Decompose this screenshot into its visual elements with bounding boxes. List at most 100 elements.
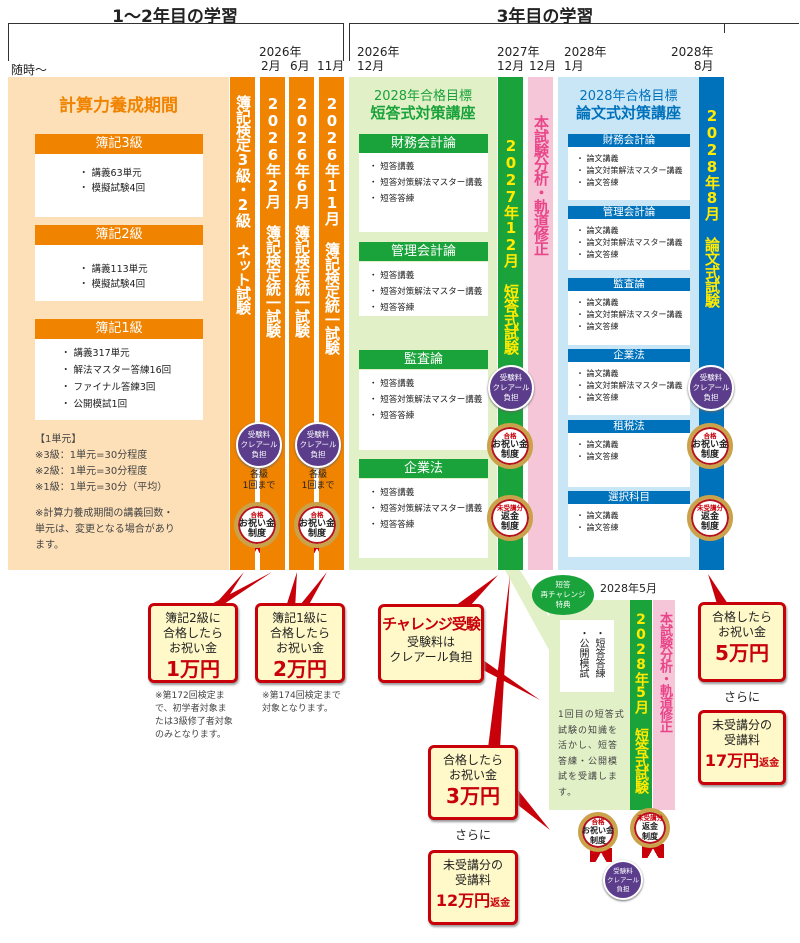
fee-badge: 受験料クレアール負担: [603, 860, 643, 900]
short-course-target: 2028年合格目標: [373, 89, 473, 104]
short-section-items: 短答講義短答対策解法マスター講義短答答練: [359, 262, 488, 316]
date-2026: 2026年: [259, 45, 302, 59]
date-nov: 11月: [317, 59, 345, 73]
list-item: 短答講義: [369, 159, 488, 175]
list-item: ファイナル答練3回: [61, 379, 203, 396]
list-item: 論文講義: [576, 510, 690, 522]
date-dec-2027: 2027年 12月: [497, 45, 540, 73]
column-nov-exam: 2026年11月 簿記検定統一試験: [319, 77, 344, 570]
date-aug-2028: 2028年 8月: [671, 45, 714, 73]
list-item: 論文講義: [576, 225, 690, 237]
rechallenge-items: ・短答答練・公開模試: [560, 620, 614, 692]
calc-period-title: 計算力養成期間: [59, 96, 178, 116]
pointer-3b: [518, 790, 550, 830]
column-feb-exam: 2026年2月 簿記検定統一試験: [260, 77, 285, 570]
list-item: 論文講義: [576, 297, 690, 309]
list-item: 論文対策解法マスター講義: [576, 380, 690, 392]
section-boki-1: 簿記1級: [35, 319, 203, 339]
list-item: 短答答練: [369, 300, 488, 316]
each-level-note: 各級 1回まで: [301, 470, 335, 491]
list-item: 論文答練: [576, 451, 690, 463]
list-item: 講義63単元: [79, 166, 203, 181]
list-item: 短答答練: [369, 517, 488, 533]
essay-section-header: 管理会計論: [568, 206, 690, 219]
short-section-items: 短答講義短答対策解法マスター講義短答答練: [359, 370, 488, 450]
short-course-title: 短答式対策講座: [370, 104, 476, 122]
rechallenge-desc: 1回目の短答式試験の知識を活かし、短答答練・公開模試を受講します。: [558, 710, 625, 798]
list-item: 短答講義: [369, 376, 488, 392]
section-boki-3: 簿記3級: [35, 134, 203, 154]
short-section-header: 監査論: [359, 350, 488, 369]
pointer-2: [285, 572, 297, 610]
column-jun-exam: 2026年6月 簿記検定統一試験: [289, 77, 314, 570]
pass-bonus-medal: 合格お祝い金制度: [687, 423, 733, 479]
pass-bonus-medal: 合格お祝い金制度: [234, 502, 280, 558]
date-anytime: 随時〜: [11, 63, 48, 77]
short-section-items: 短答講義短答対策解法マスター講義短答答練: [359, 479, 488, 558]
bracket-left: [8, 23, 344, 61]
essay-section-items: 論文講義論文対策解法マスター講義論文答練: [568, 291, 690, 345]
list-item: 短答対策解法マスター講義: [369, 175, 488, 191]
section-boki-2: 簿記2級: [35, 225, 203, 245]
list-item: ・短答答練: [593, 628, 604, 678]
essay-section-header: 財務会計論: [568, 134, 690, 147]
pointer-3: [488, 575, 510, 748]
list-item: 解法マスター答練16回: [61, 362, 203, 379]
pass-bonus-medal: 合格お祝い金制度: [487, 423, 533, 479]
boki1-note: ※第174回検定まで対象となります。: [262, 691, 341, 714]
date-may-2028: 2028年5月: [600, 582, 657, 595]
column-analysis: 本試験分析・軌道修正: [528, 77, 553, 570]
fee-badge: 受験料クレアール負担: [688, 365, 734, 411]
list-item: 論文対策解法マスター講義: [576, 165, 690, 177]
list-item: 論文答練: [576, 321, 690, 333]
furthermore-label: さらに: [454, 828, 491, 842]
essay-section-items: 論文講義論文対策解法マスター講義論文答練: [568, 362, 690, 415]
essay-section-header: 租税法: [568, 420, 690, 433]
bracket-tick: [724, 23, 725, 33]
list-item: 論文講義: [576, 153, 690, 165]
list-item: 講義317単元: [61, 345, 203, 362]
year-3-heading: 3年目の学習: [496, 7, 594, 27]
short-section-header: 財務会計論: [359, 134, 488, 153]
list-item: 短答答練: [369, 191, 488, 207]
date-jun: 6月: [290, 59, 310, 73]
list-item: 短答対策解法マスター講義: [369, 501, 488, 517]
date-jan-2028: 2028年 1月: [564, 45, 607, 73]
date-feb: 2月: [261, 59, 281, 73]
essay-section-items: 論文講義論文答練: [568, 433, 690, 487]
fee-badge: 受験料クレアール負担: [488, 365, 534, 411]
pass-bonus-medal: 合格お祝い金制度: [578, 812, 618, 862]
essay-section-header: 選択科目: [568, 491, 690, 504]
list-item: 論文答練: [576, 249, 690, 261]
list-item: 論文講義: [576, 368, 690, 380]
short-section-items: 短答講義短答対策解法マスター講義短答答練: [359, 153, 488, 232]
pointer-5: [708, 574, 728, 604]
list-item: 論文対策解法マスター講義: [576, 237, 690, 249]
bracket-right: [349, 23, 799, 61]
list-item: 短答対策解法マスター講義: [369, 392, 488, 408]
refund-medal: 未受講分返金制度: [687, 495, 733, 551]
list-item: 短答講義: [369, 268, 488, 284]
column-short-exam-2027: 2027年12月 短答式試験: [498, 77, 523, 570]
column-analysis-2: 本試験分析・軌道修正: [653, 600, 675, 810]
list-item: ・公開模試: [577, 628, 588, 678]
change-note: ※計算力養成期間の講義回数・単元は、変更となる場合があります。: [35, 508, 175, 551]
list-item: 短答講義: [369, 485, 488, 501]
pointer-2b: [296, 572, 327, 610]
short-section-header: 企業法: [359, 459, 488, 478]
essay-course-target: 2028年合格目標: [579, 89, 678, 104]
callout-challenge: チャレンジ受験受験料はクレアール負担: [378, 604, 484, 683]
pointer-1b: [200, 572, 272, 610]
essay-section-items: 論文講義論文対策解法マスター講義論文答練: [568, 147, 690, 200]
list-item: 模擬試験4回: [79, 181, 203, 196]
date-dec-2027b: 12月: [529, 59, 557, 73]
boki-2-items: 講義113単元模擬試験4回: [35, 245, 203, 301]
short-section-header: 管理会計論: [359, 242, 488, 261]
each-level-note: 各級 1回まで: [242, 470, 276, 491]
list-item: 短答対策解法マスター講義: [369, 284, 488, 300]
essay-course-title: 論文式対策講座: [575, 104, 681, 122]
